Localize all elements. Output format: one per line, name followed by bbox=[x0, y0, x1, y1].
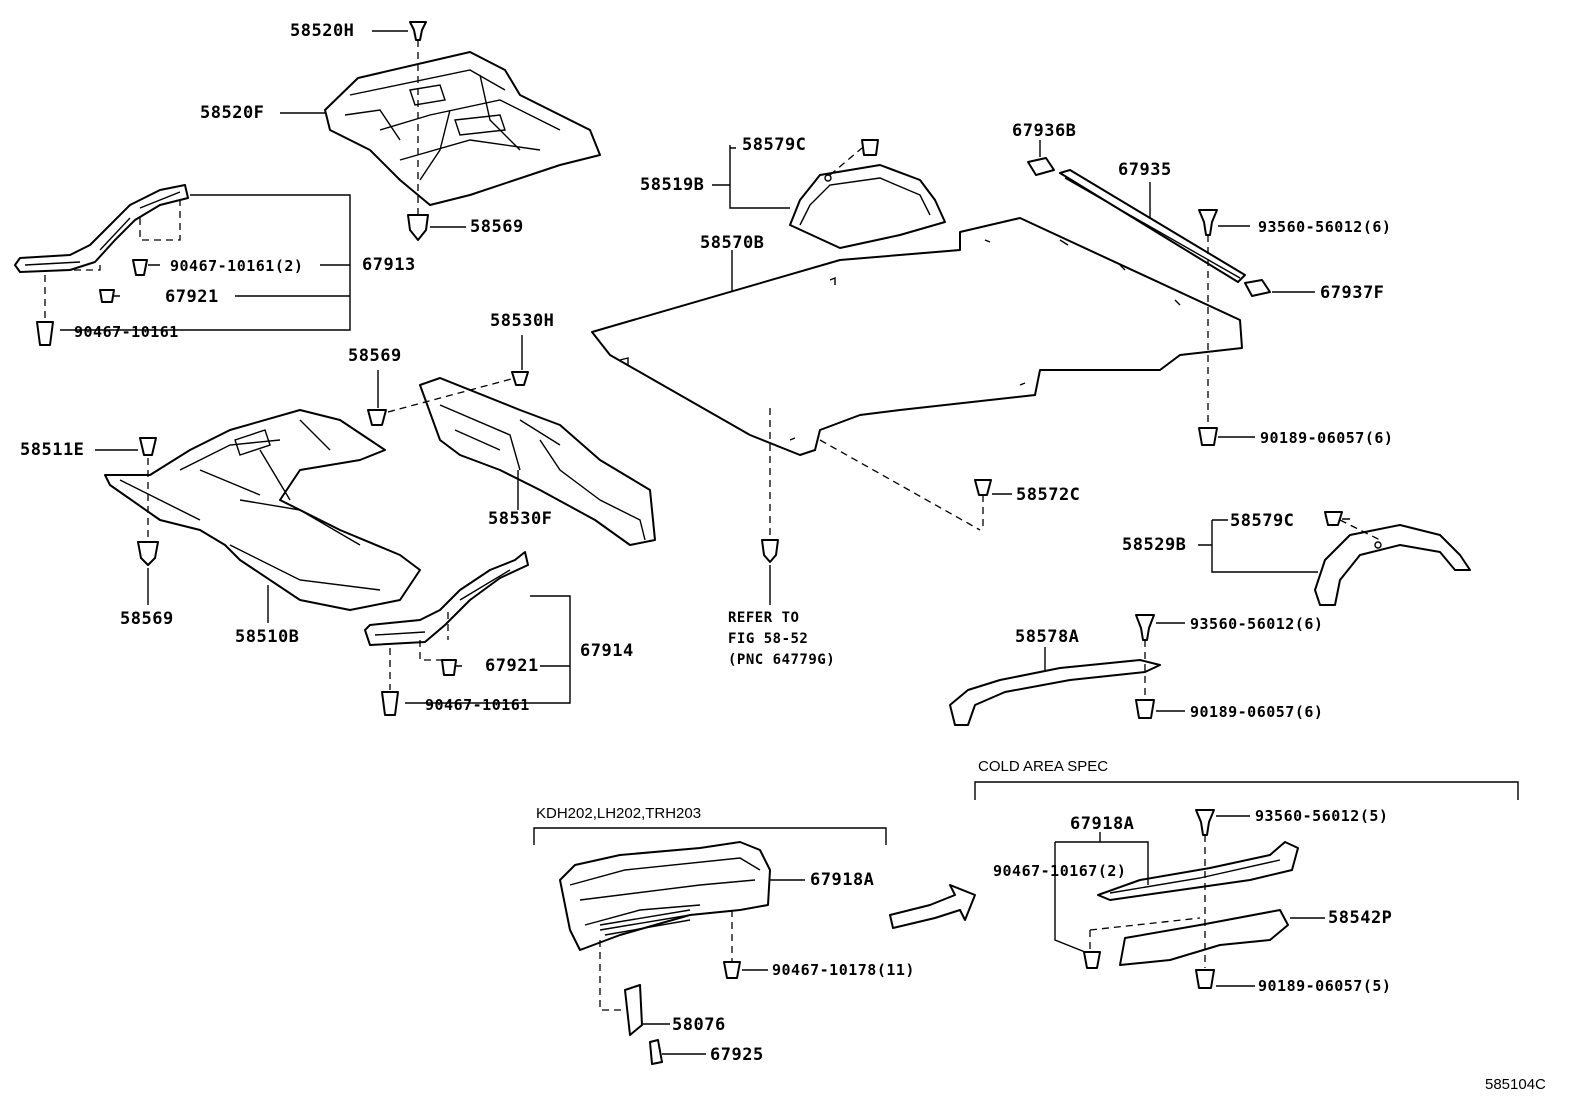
label-90189-06057-5: 90189-06057(5) bbox=[1258, 977, 1392, 995]
part-58519B-drawing bbox=[789, 164, 946, 249]
label-58569-top: 58569 bbox=[470, 217, 524, 237]
label-58510B: 58510B bbox=[235, 627, 300, 647]
clip-58579C-right-drawing bbox=[1324, 511, 1343, 526]
label-58569-mid: 58569 bbox=[348, 346, 402, 366]
label-90189-06057-6b: 90189-06057(6) bbox=[1190, 703, 1324, 721]
clip-67913-a bbox=[132, 259, 148, 276]
label-90467-10161-2: 90467-10161(2) bbox=[170, 257, 304, 275]
label-58578A: 58578A bbox=[1015, 627, 1080, 647]
label-90189-06057-6a: 90189-06057(6) bbox=[1260, 429, 1394, 447]
clip-58520H-drawing bbox=[409, 21, 427, 41]
label-58519B: 58519B bbox=[640, 175, 705, 195]
part-58520F-drawing bbox=[324, 51, 601, 206]
part-58530F-drawing bbox=[419, 377, 656, 546]
clip-90467-10178-drawing bbox=[723, 961, 741, 979]
label-58530H: 58530H bbox=[490, 311, 555, 331]
label-67935: 67935 bbox=[1118, 160, 1172, 180]
refer-line-2: FIG 58-52 bbox=[728, 631, 809, 647]
label-58520H: 58520H bbox=[290, 21, 355, 41]
part-67913-drawing bbox=[14, 184, 189, 273]
part-58529B-drawing bbox=[1314, 524, 1471, 606]
label-67936B: 67936B bbox=[1012, 121, 1077, 141]
clip-58530H-drawing bbox=[511, 371, 529, 386]
refer-line-3: (PNC 64779G) bbox=[728, 652, 836, 668]
part-67925-drawing bbox=[649, 1039, 663, 1065]
group-label-cold: COLD AREA SPEC bbox=[978, 758, 1109, 775]
label-58529B: 58529B bbox=[1122, 535, 1187, 555]
label-93560-56012-6b: 93560-56012(6) bbox=[1190, 615, 1324, 633]
part-58578A-drawing bbox=[949, 659, 1161, 726]
arrow-icon bbox=[889, 884, 976, 929]
label-58520F: 58520F bbox=[200, 103, 265, 123]
clip-58569-low-drawing bbox=[137, 541, 159, 566]
label-90467-10167-2: 90467-10167(2) bbox=[993, 862, 1127, 880]
label-67921-low: 67921 bbox=[485, 656, 539, 676]
label-90467-10161-low: 90467-10161 bbox=[425, 696, 530, 714]
clip-67914-a bbox=[441, 659, 457, 676]
clip-58569-top-drawing bbox=[407, 214, 429, 241]
label-67914: 67914 bbox=[580, 641, 634, 661]
label-67918A-left: 67918A bbox=[810, 870, 875, 890]
clip-58579C-top-drawing bbox=[861, 139, 879, 156]
clip-90189-a-drawing bbox=[1198, 427, 1218, 446]
part-58510B-drawing bbox=[104, 409, 421, 611]
part-58570B-drawing bbox=[591, 217, 1243, 456]
label-58579C-right: 58579C bbox=[1230, 511, 1295, 531]
clip-90467-10167-drawing bbox=[1083, 951, 1101, 969]
clip-58511E-drawing bbox=[139, 437, 157, 456]
part-67918A-left-drawing bbox=[559, 841, 771, 951]
clip-58569-mid-drawing bbox=[367, 409, 387, 426]
label-67913: 67913 bbox=[362, 255, 416, 275]
label-67921-top: 67921 bbox=[165, 287, 219, 307]
label-58530F: 58530F bbox=[488, 509, 553, 529]
clip-90189-c-drawing bbox=[1195, 969, 1215, 989]
label-58572C: 58572C bbox=[1016, 485, 1081, 505]
label-90467-10161-top: 90467-10161 bbox=[74, 323, 179, 341]
clip-67913-b bbox=[99, 289, 115, 303]
label-67925: 67925 bbox=[710, 1045, 764, 1065]
refer-line-1: REFER TO bbox=[728, 610, 800, 626]
clip-90189-b-drawing bbox=[1135, 699, 1155, 719]
clip-67914-b bbox=[381, 691, 399, 716]
label-67918A-right: 67918A bbox=[1070, 814, 1135, 834]
part-67935-drawing bbox=[1059, 169, 1246, 283]
label-93560-56012-6a: 93560-56012(6) bbox=[1258, 218, 1392, 236]
label-58569-low: 58569 bbox=[120, 609, 174, 629]
label-58570B: 58570B bbox=[700, 233, 765, 253]
part-67936B-drawing bbox=[1027, 157, 1055, 176]
clip-58570B-drawing bbox=[761, 539, 779, 563]
label-67937F: 67937F bbox=[1320, 283, 1385, 303]
label-58579C-top: 58579C bbox=[742, 135, 807, 155]
part-67937F-drawing bbox=[1244, 279, 1271, 297]
part-58076-drawing bbox=[624, 984, 643, 1036]
label-90467-10178-11: 90467-10178(11) bbox=[772, 961, 915, 979]
clip-67913-c bbox=[36, 321, 54, 346]
label-93560-56012-5: 93560-56012(5) bbox=[1255, 807, 1389, 825]
clip-93560-a-drawing bbox=[1198, 209, 1218, 236]
part-67918A-right-drawing bbox=[1097, 841, 1299, 901]
clip-93560-b-drawing bbox=[1135, 614, 1155, 641]
label-58511E: 58511E bbox=[20, 440, 85, 460]
part-67914-drawing bbox=[364, 551, 529, 646]
part-58542P-drawing bbox=[1119, 909, 1289, 966]
label-58076: 58076 bbox=[672, 1015, 726, 1035]
clip-93560-c-drawing bbox=[1195, 809, 1215, 836]
clip-58572C-drawing bbox=[974, 479, 992, 496]
diagram-id: 585104C bbox=[1485, 1076, 1546, 1093]
label-58542P: 58542P bbox=[1328, 908, 1393, 928]
group-label-kdh: KDH202,LH202,TRH203 bbox=[536, 805, 702, 822]
